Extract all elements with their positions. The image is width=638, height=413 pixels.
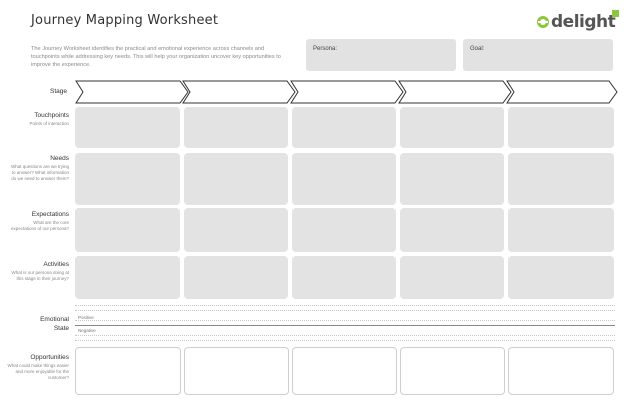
persona-field[interactable]: Persona: xyxy=(306,39,456,71)
activities-cell-2[interactable] xyxy=(184,256,288,299)
stage-arrows xyxy=(75,80,618,104)
logo-corner-icon xyxy=(612,10,620,17)
touchpoints-cell-4[interactable] xyxy=(400,107,504,148)
touchpoints-title: Touchpoints xyxy=(34,112,69,119)
stage-label: Stage xyxy=(50,88,67,95)
emotional-label: Emotional State xyxy=(7,315,69,333)
goal-field[interactable]: Goal: xyxy=(463,39,613,71)
needs-cell-5[interactable] xyxy=(508,153,614,205)
delight-logo: delight xyxy=(537,10,620,32)
opportunities-subtitle: What could make things easier and more e… xyxy=(7,363,69,380)
opportunities-cell-3[interactable] xyxy=(292,347,397,395)
emotional-guide-line xyxy=(75,340,615,341)
opportunities-cell-5[interactable] xyxy=(508,347,614,395)
page-title: Journey Mapping Worksheet xyxy=(31,13,219,28)
needs-cell-1[interactable] xyxy=(75,153,180,205)
touchpoints-cell-2[interactable] xyxy=(184,107,288,148)
page-description: The Journey Worksheet identifies the pra… xyxy=(31,46,281,68)
emotional-title: Emotional State xyxy=(40,316,69,332)
expectations-cell-3[interactable] xyxy=(292,208,396,252)
stage-arrow-1 xyxy=(75,80,189,104)
goal-label: Goal: xyxy=(470,46,485,52)
logo-mark-icon xyxy=(537,16,549,28)
emotional-guide-line xyxy=(75,320,615,321)
touchpoints-cell-3[interactable] xyxy=(292,107,396,148)
touchpoints-cell-5[interactable] xyxy=(508,107,614,148)
opportunities-label: Opportunities What could make things eas… xyxy=(7,354,69,381)
touchpoints-subtitle: Points of interaction xyxy=(29,121,69,126)
emotional-baseline xyxy=(75,325,615,326)
expectations-cell-2[interactable] xyxy=(184,208,288,252)
stage-arrow-5 xyxy=(506,80,618,104)
emotional-guide-line xyxy=(75,335,615,336)
expectations-cell-5[interactable] xyxy=(508,208,614,252)
expectations-title: Expectations xyxy=(31,211,69,218)
touchpoints-label: Touchpoints Points of interaction xyxy=(7,112,69,127)
logo-text: delight xyxy=(551,12,616,32)
activities-cell-5[interactable] xyxy=(508,256,614,299)
activities-cell-3[interactable] xyxy=(292,256,396,299)
touchpoints-cell-1[interactable] xyxy=(75,107,180,148)
needs-title: Needs xyxy=(50,155,69,162)
opportunities-cell-2[interactable] xyxy=(184,347,289,395)
activities-title: Activities xyxy=(43,261,69,268)
opportunities-cell-1[interactable] xyxy=(75,347,181,395)
emotional-guide-line xyxy=(75,305,615,306)
stage-arrow-3 xyxy=(290,80,404,104)
emotional-guide-line xyxy=(75,310,615,311)
needs-cell-4[interactable] xyxy=(400,153,504,205)
expectations-label: Expectations What are the core expectati… xyxy=(7,211,69,232)
opportunities-cell-4[interactable] xyxy=(400,347,505,395)
activities-subtitle: What is our persona doing at this stage … xyxy=(11,270,69,281)
activities-cell-4[interactable] xyxy=(400,256,504,299)
negative-label: Negative xyxy=(78,328,96,333)
needs-cell-3[interactable] xyxy=(292,153,396,205)
persona-label: Persona: xyxy=(313,46,338,52)
expectations-cell-1[interactable] xyxy=(75,208,180,252)
expectations-cell-4[interactable] xyxy=(400,208,504,252)
positive-label: Positive xyxy=(78,315,94,320)
activities-cell-1[interactable] xyxy=(75,256,180,299)
expectations-subtitle: What are the core expectations of our pe… xyxy=(10,220,69,231)
needs-subtitle: What questions are we trying to answer? … xyxy=(10,164,69,181)
opportunities-title: Opportunities xyxy=(30,354,69,361)
stage-arrow-4 xyxy=(398,80,512,104)
activities-label: Activities What is our persona doing at … xyxy=(7,261,69,282)
needs-cell-2[interactable] xyxy=(184,153,288,205)
stage-arrow-2 xyxy=(182,80,296,104)
needs-label: Needs What questions are we trying to an… xyxy=(7,155,69,182)
